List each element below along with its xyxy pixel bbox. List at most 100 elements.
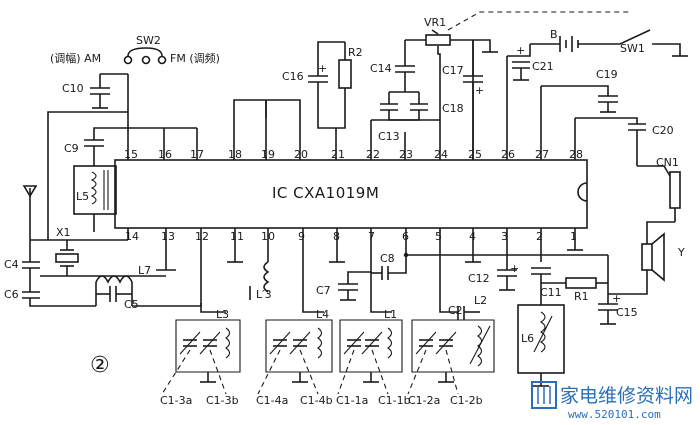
antenna	[22, 185, 38, 240]
pin-22: 22	[366, 148, 380, 161]
pin-5: 5	[435, 230, 442, 243]
l-prime-3-label: L′3	[256, 288, 272, 301]
capacitor-c18: C18	[371, 91, 464, 121]
capacitor-c16: C16 +	[282, 41, 345, 129]
pin-11: 11	[230, 230, 244, 243]
capacitor-c17: C17 +	[442, 40, 484, 160]
figure-number: ②	[90, 353, 110, 378]
watermark-logo-icon	[531, 381, 557, 409]
pin-18: 18	[228, 148, 242, 161]
pin-25: 25	[468, 148, 482, 161]
c12-label: C12	[468, 272, 490, 285]
pin-2: 2	[536, 230, 543, 243]
capacitor-c10: C10	[62, 73, 128, 109]
vr1-label: VR1	[424, 16, 446, 29]
am-label: (调幅) AM	[50, 52, 101, 65]
ground-symbols	[156, 249, 583, 271]
pin-20: 20	[294, 148, 308, 161]
c4-label: C4	[4, 258, 19, 271]
capacitor-c8: C8	[371, 252, 407, 280]
x1-label: X1	[56, 226, 71, 239]
ic-notch	[577, 182, 588, 202]
c16-label: C16	[282, 70, 304, 83]
cn1-label: CN1	[656, 156, 679, 169]
svg-text:+: +	[475, 84, 484, 97]
gang-c1-3b: C1-3b	[206, 394, 239, 407]
l1-label: L1	[384, 308, 397, 321]
gang-c1-3a: C1-3a	[160, 394, 192, 407]
ic-body	[114, 159, 588, 229]
battery-label: B	[550, 28, 558, 41]
c7-label: C7	[316, 284, 331, 297]
c21-label: C21	[532, 60, 554, 73]
r1-label: R1	[574, 290, 589, 303]
c11-label: C11	[540, 286, 562, 299]
c14-label: C14	[370, 62, 392, 75]
pin-23: 23	[399, 148, 413, 161]
watermark: 家电维修资料网 www.520101.com	[531, 381, 693, 421]
filter-x1: X1	[55, 226, 79, 276]
pin-26: 26	[501, 148, 515, 161]
pin-13: 13	[161, 230, 175, 243]
c2-label: C2	[448, 304, 463, 317]
pin-16: 16	[158, 148, 172, 161]
capacitor-c6: C6	[4, 268, 96, 307]
gang-c1-4a: C1-4a	[256, 394, 288, 407]
svg-text:+: +	[318, 62, 327, 75]
capacitor-c4: C4	[4, 240, 40, 271]
c10-label: C10	[62, 82, 84, 95]
l7-label: L7	[138, 264, 151, 277]
watermark-text: 家电维修资料网	[560, 385, 693, 407]
c8-label: C8	[380, 252, 395, 265]
pin-14: 14	[125, 230, 139, 243]
c9-label: C9	[64, 142, 79, 155]
battery-b: B	[530, 28, 606, 52]
capacitor-c5: C5	[96, 286, 139, 311]
capacitor-c20: C20	[575, 117, 674, 166]
pin-19: 19	[261, 148, 275, 161]
bottom-pin-numbers: 14 13 12 11 10 9 8 7 6 5 4 3 2 1	[125, 230, 577, 243]
gang-leaders	[161, 349, 459, 395]
c6-label: C6	[4, 288, 19, 301]
c19-label: C19	[596, 68, 618, 81]
band-switch-sw2: SW2 (调幅) AM FM (调频)	[50, 34, 220, 65]
pin-28: 28	[569, 148, 583, 161]
bottom-pin-leads	[127, 228, 576, 303]
pin-12: 12	[195, 230, 209, 243]
capacitor-c14: C14	[370, 40, 415, 92]
tuning-section-l1: L1	[339, 303, 403, 383]
capacitor-c12: C12 +	[468, 255, 519, 291]
l2-label: L2	[474, 294, 487, 307]
pin-21: 21	[331, 148, 345, 161]
tank-l5-c9: C9 L5	[64, 127, 197, 232]
capacitor-c19: C19	[541, 68, 618, 113]
speaker-y: Y	[608, 221, 685, 295]
y-label: Y	[677, 246, 685, 259]
capacitor-c15: C15 +	[598, 255, 638, 325]
tuning-section-l4: L4	[265, 303, 333, 383]
c20-label: C20	[652, 124, 674, 137]
jack-cn1: CN1	[637, 156, 681, 222]
tank-l6: L6	[517, 304, 565, 387]
r2-label: R2	[348, 46, 363, 59]
c5-label: C5	[124, 298, 139, 311]
c17-label: C17	[442, 64, 464, 77]
potentiometer-vr1: VR1	[405, 16, 498, 80]
c15-label: C15	[616, 306, 638, 319]
sw1-label: SW1	[620, 42, 645, 55]
watermark-url: www.520101.com	[568, 408, 661, 421]
c18-label: C18	[442, 102, 464, 115]
gang-c1-1a: C1-1a	[336, 394, 368, 407]
resistor-r2: R2	[336, 42, 363, 129]
top-pin-numbers: 15 16 17 18 19 20 21 22 23 24 25 26 27 2…	[124, 148, 583, 161]
switch-sw1: SW1	[606, 29, 688, 57]
l4-label: L4	[316, 308, 329, 321]
ic-label: IC CXA1019M	[272, 184, 379, 202]
svg-text:+: +	[510, 262, 519, 275]
pin-15: 15	[124, 148, 138, 161]
fm-label: FM (调频)	[170, 51, 220, 65]
pin-24: 24	[434, 148, 448, 161]
l5-label: L5	[76, 190, 89, 203]
resistor-r1: R1	[541, 277, 608, 303]
pin-27: 27	[535, 148, 549, 161]
